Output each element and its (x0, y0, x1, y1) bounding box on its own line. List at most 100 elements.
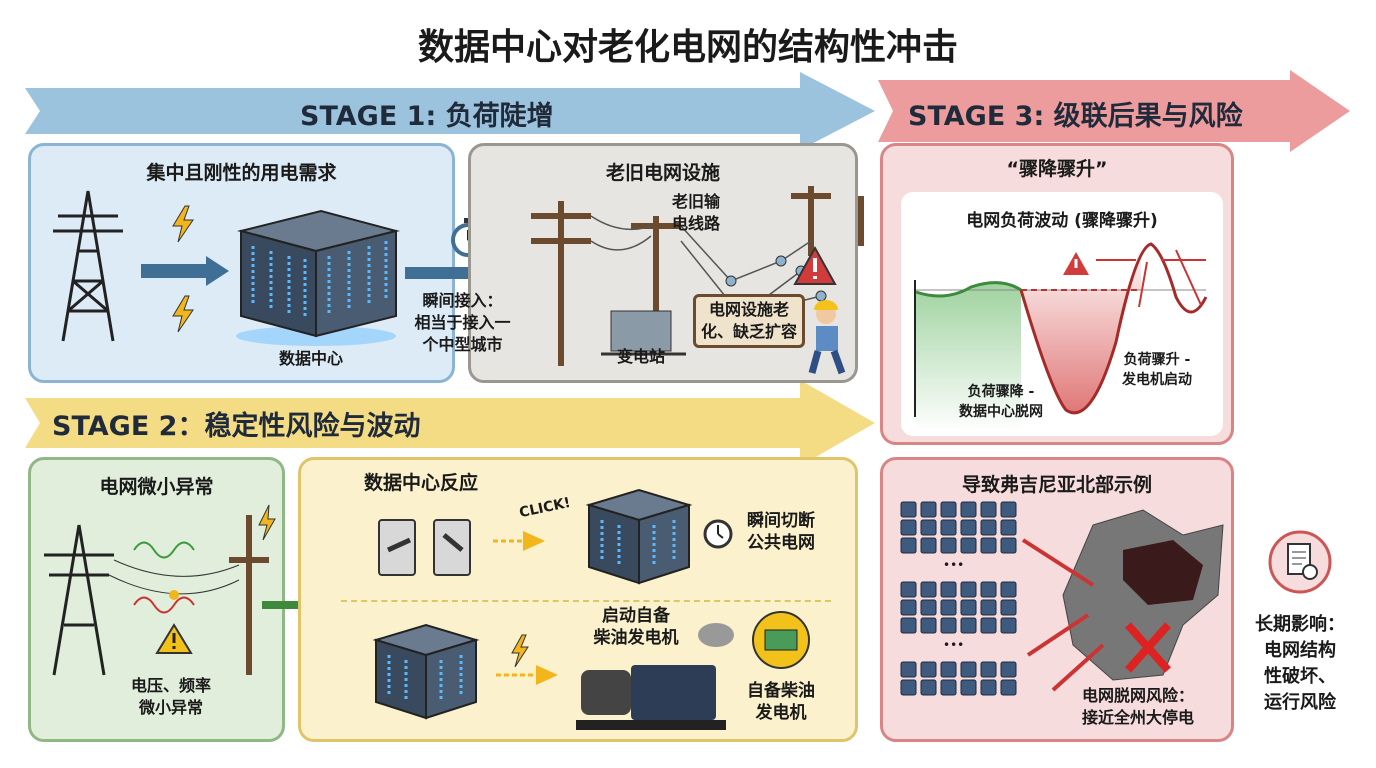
server-rack (940, 617, 957, 634)
panel-virginia: 导致弗吉尼亚北部示例 ••• ••• 电网脱网风险： 接近全州大停电 (880, 457, 1234, 742)
server-rack (980, 661, 997, 678)
document-gear-icon (1268, 530, 1332, 594)
server-rack (1000, 501, 1017, 518)
start-generator-2: 柴油发电机 (593, 628, 679, 648)
server-rack (940, 661, 957, 678)
long-term-4: 运行风险 (1264, 692, 1336, 713)
connect-note-3: 个中型城市 (422, 335, 503, 354)
server-rack (980, 519, 997, 536)
connect-note: 瞬间接入： 相当于接入一个中型城市 (405, 290, 520, 356)
stopwatch-icon (703, 519, 733, 549)
server-rack (900, 581, 917, 598)
cut-grid-label: 瞬间切断公共电网 (741, 510, 821, 554)
click-label: CLICK! (517, 494, 573, 522)
anomaly-label: 电压、频率微小异常 (116, 675, 226, 719)
start-generator-1: 启动自备 (602, 606, 670, 626)
page-title: 数据中心对老化电网的结构性冲击 (417, 27, 958, 68)
server-rack (960, 581, 977, 598)
warning-sign-text-1: 电网设施老 (708, 300, 789, 319)
server-rack (980, 537, 997, 554)
server-rack (920, 661, 937, 678)
load-chart-title: 电网负荷波动 (骤降骤升) (966, 211, 1158, 231)
anomaly-label-2: 微小异常 (138, 698, 203, 717)
server-rack (1000, 519, 1017, 536)
server-rack (980, 599, 997, 616)
arrow-to-dc (493, 531, 545, 551)
anomaly-label-1: 电压、频率 (130, 676, 211, 695)
server-rack (980, 581, 997, 598)
panel-reaction: 数据中心反应 CLICK! 瞬间切断公共电网 启动自备柴油发电机 自备柴油发电机 (298, 457, 858, 742)
backup-generator-2: 发电机 (755, 703, 807, 723)
transmission-tower-icon (53, 190, 123, 342)
server-rack (900, 519, 917, 536)
panel-aging-title: 老旧电网设施 (605, 162, 720, 184)
server-rack (900, 599, 917, 616)
blackout-risk-label: 电网脱网风险： 接近全州大停电 (1058, 685, 1218, 729)
datacenter-icon (372, 623, 480, 720)
server-rack (940, 581, 957, 598)
aging-lines-label: 老旧输电线路 (661, 191, 731, 235)
generator-badge-icon (752, 611, 810, 669)
datacenter-icon (585, 488, 693, 585)
server-rack (920, 679, 937, 696)
server-rack (920, 537, 937, 554)
long-term-1: 长期影响： (1255, 614, 1345, 635)
server-rack (980, 617, 997, 634)
utility-poles-icon (531, 186, 864, 366)
server-rack (900, 661, 917, 678)
server-rack (980, 679, 997, 696)
aging-lines-text-2: 电线路 (671, 214, 720, 233)
lightning-icon (172, 295, 194, 333)
server-rack (900, 679, 917, 696)
panel-aging-grid: 老旧电网设施 老旧输电线路 变电站 电网设施老化、缺乏扩容 (468, 143, 864, 383)
cut-grid-label-1: 瞬间切断 (747, 511, 815, 531)
long-term-3: 性破坏、 (1264, 666, 1336, 687)
long-term-2: 电网结构 (1264, 640, 1336, 661)
connect-note-1: 瞬间接入： (422, 291, 503, 310)
panel-anomaly: 电网微小异常 电压、频率微小异常 (28, 457, 285, 742)
server-rack (960, 519, 977, 536)
drop-label-1: 负荷骤降 - (967, 384, 1035, 400)
blackout-risk-2: 接近全州大停电 (1081, 708, 1194, 727)
rise-label-2: 发电机启动 (1122, 372, 1192, 388)
server-rack (1000, 661, 1017, 678)
diesel-generator-icon (576, 623, 734, 730)
panel-virginia-title: 导致弗吉尼亚北部示例 (961, 474, 1152, 496)
panel-load-swing: “骤降骤升” 电网负荷波动 (骤降骤升) 负荷骤降 -数据中心脱网 负荷骤升 -… (880, 143, 1234, 445)
datacenter-icon (236, 209, 400, 346)
panel-demand-title: 集中且刚性的用电需求 (146, 162, 337, 184)
server-rack (920, 599, 937, 616)
rise-label-1: 负荷骤升 - (1123, 352, 1191, 368)
lightning-icon (172, 205, 194, 243)
server-rack (920, 581, 937, 598)
panel-demand: 集中且刚性的用电需求 数据中心 (28, 143, 455, 383)
server-rack (1000, 617, 1017, 634)
panel-swing-title: “骤降骤升” (1006, 158, 1108, 180)
ellipsis: ••• (943, 558, 965, 572)
warning-triangle-icon (793, 245, 837, 285)
drop-label: 负荷骤降 -数据中心脱网 (941, 382, 1061, 422)
load-chart: 电网负荷波动 (骤降骤升) 负荷骤降 -数据中心脱网 负荷骤升 - 发电机启动 (901, 192, 1223, 436)
server-rack (940, 599, 957, 616)
stage2-label: STAGE 2：稳定性风险与波动 (52, 411, 421, 442)
lightning-arrow-icon (496, 634, 558, 685)
panel-anomaly-title: 电网微小异常 (99, 476, 214, 498)
worker-icon (808, 300, 846, 375)
server-rack (960, 617, 977, 634)
substation-label: 变电站 (616, 347, 665, 366)
server-rack (960, 537, 977, 554)
server-rack (1000, 679, 1017, 696)
connect-note-2: 相当于接入一 (414, 313, 511, 332)
server-rack (960, 661, 977, 678)
blackout-risk-1: 电网脱网风险： (1081, 686, 1194, 705)
divider (341, 600, 831, 602)
server-rack (960, 679, 977, 696)
cut-grid-label-2: 公共电网 (747, 533, 815, 553)
warning-sign-text-2: 化、缺乏扩容 (700, 322, 797, 341)
server-rack (980, 501, 997, 518)
server-rack (940, 537, 957, 554)
aging-lines-text: 老旧输 (671, 192, 720, 211)
datacenter-label: 数据中心 (278, 349, 343, 368)
flow-arrow-icon (141, 256, 229, 286)
ellipsis: ••• (943, 638, 965, 652)
